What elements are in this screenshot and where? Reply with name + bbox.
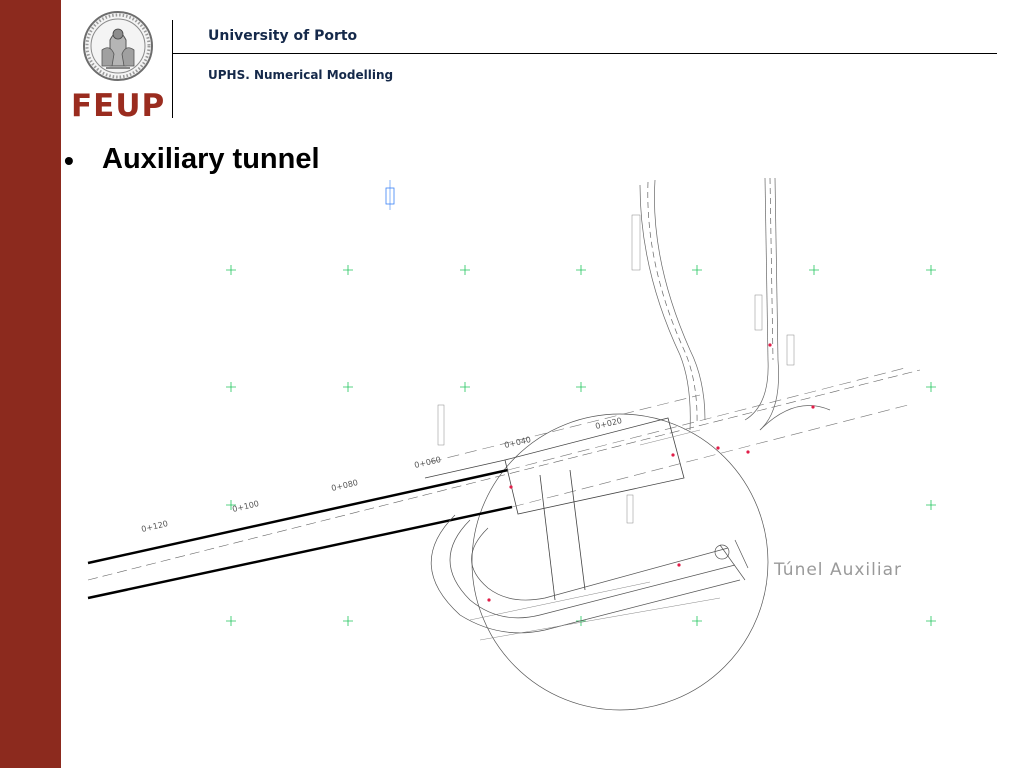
chainage-label: 0+120	[140, 519, 168, 534]
institution-name: University of Porto	[208, 28, 358, 44]
header-horizontal-divider	[173, 53, 997, 54]
tunnel-wall-upper	[87, 468, 509, 565]
shaft-circle	[471, 413, 769, 711]
chainage-label: 0+020	[594, 416, 622, 431]
tunnel-plan-drawing: 0+120 0+100 0+080 0+060 0+040 0+020 Túne…	[87, 177, 936, 711]
header-vertical-divider	[172, 20, 173, 118]
tunnel-label: Túnel Auxiliar	[773, 560, 902, 580]
bullet-marker: •	[64, 145, 74, 176]
course-name: UPHS. Numerical Modelling	[208, 68, 394, 82]
left-accent-bar	[0, 0, 61, 768]
tunnel-wall-lower	[87, 505, 513, 600]
chainage-label: 0+100	[231, 499, 259, 514]
feup-logo-text: FEUP	[71, 88, 166, 124]
chainage-label: 0+080	[330, 478, 358, 493]
chainage-label: 0+060	[413, 455, 441, 470]
slide-title: Auxiliary tunnel	[102, 143, 320, 175]
tunnel-centerline	[87, 369, 921, 581]
aux-shaft-marker	[714, 544, 730, 560]
chainage-label: 0+040	[503, 435, 531, 450]
university-seal-logo	[83, 11, 153, 81]
